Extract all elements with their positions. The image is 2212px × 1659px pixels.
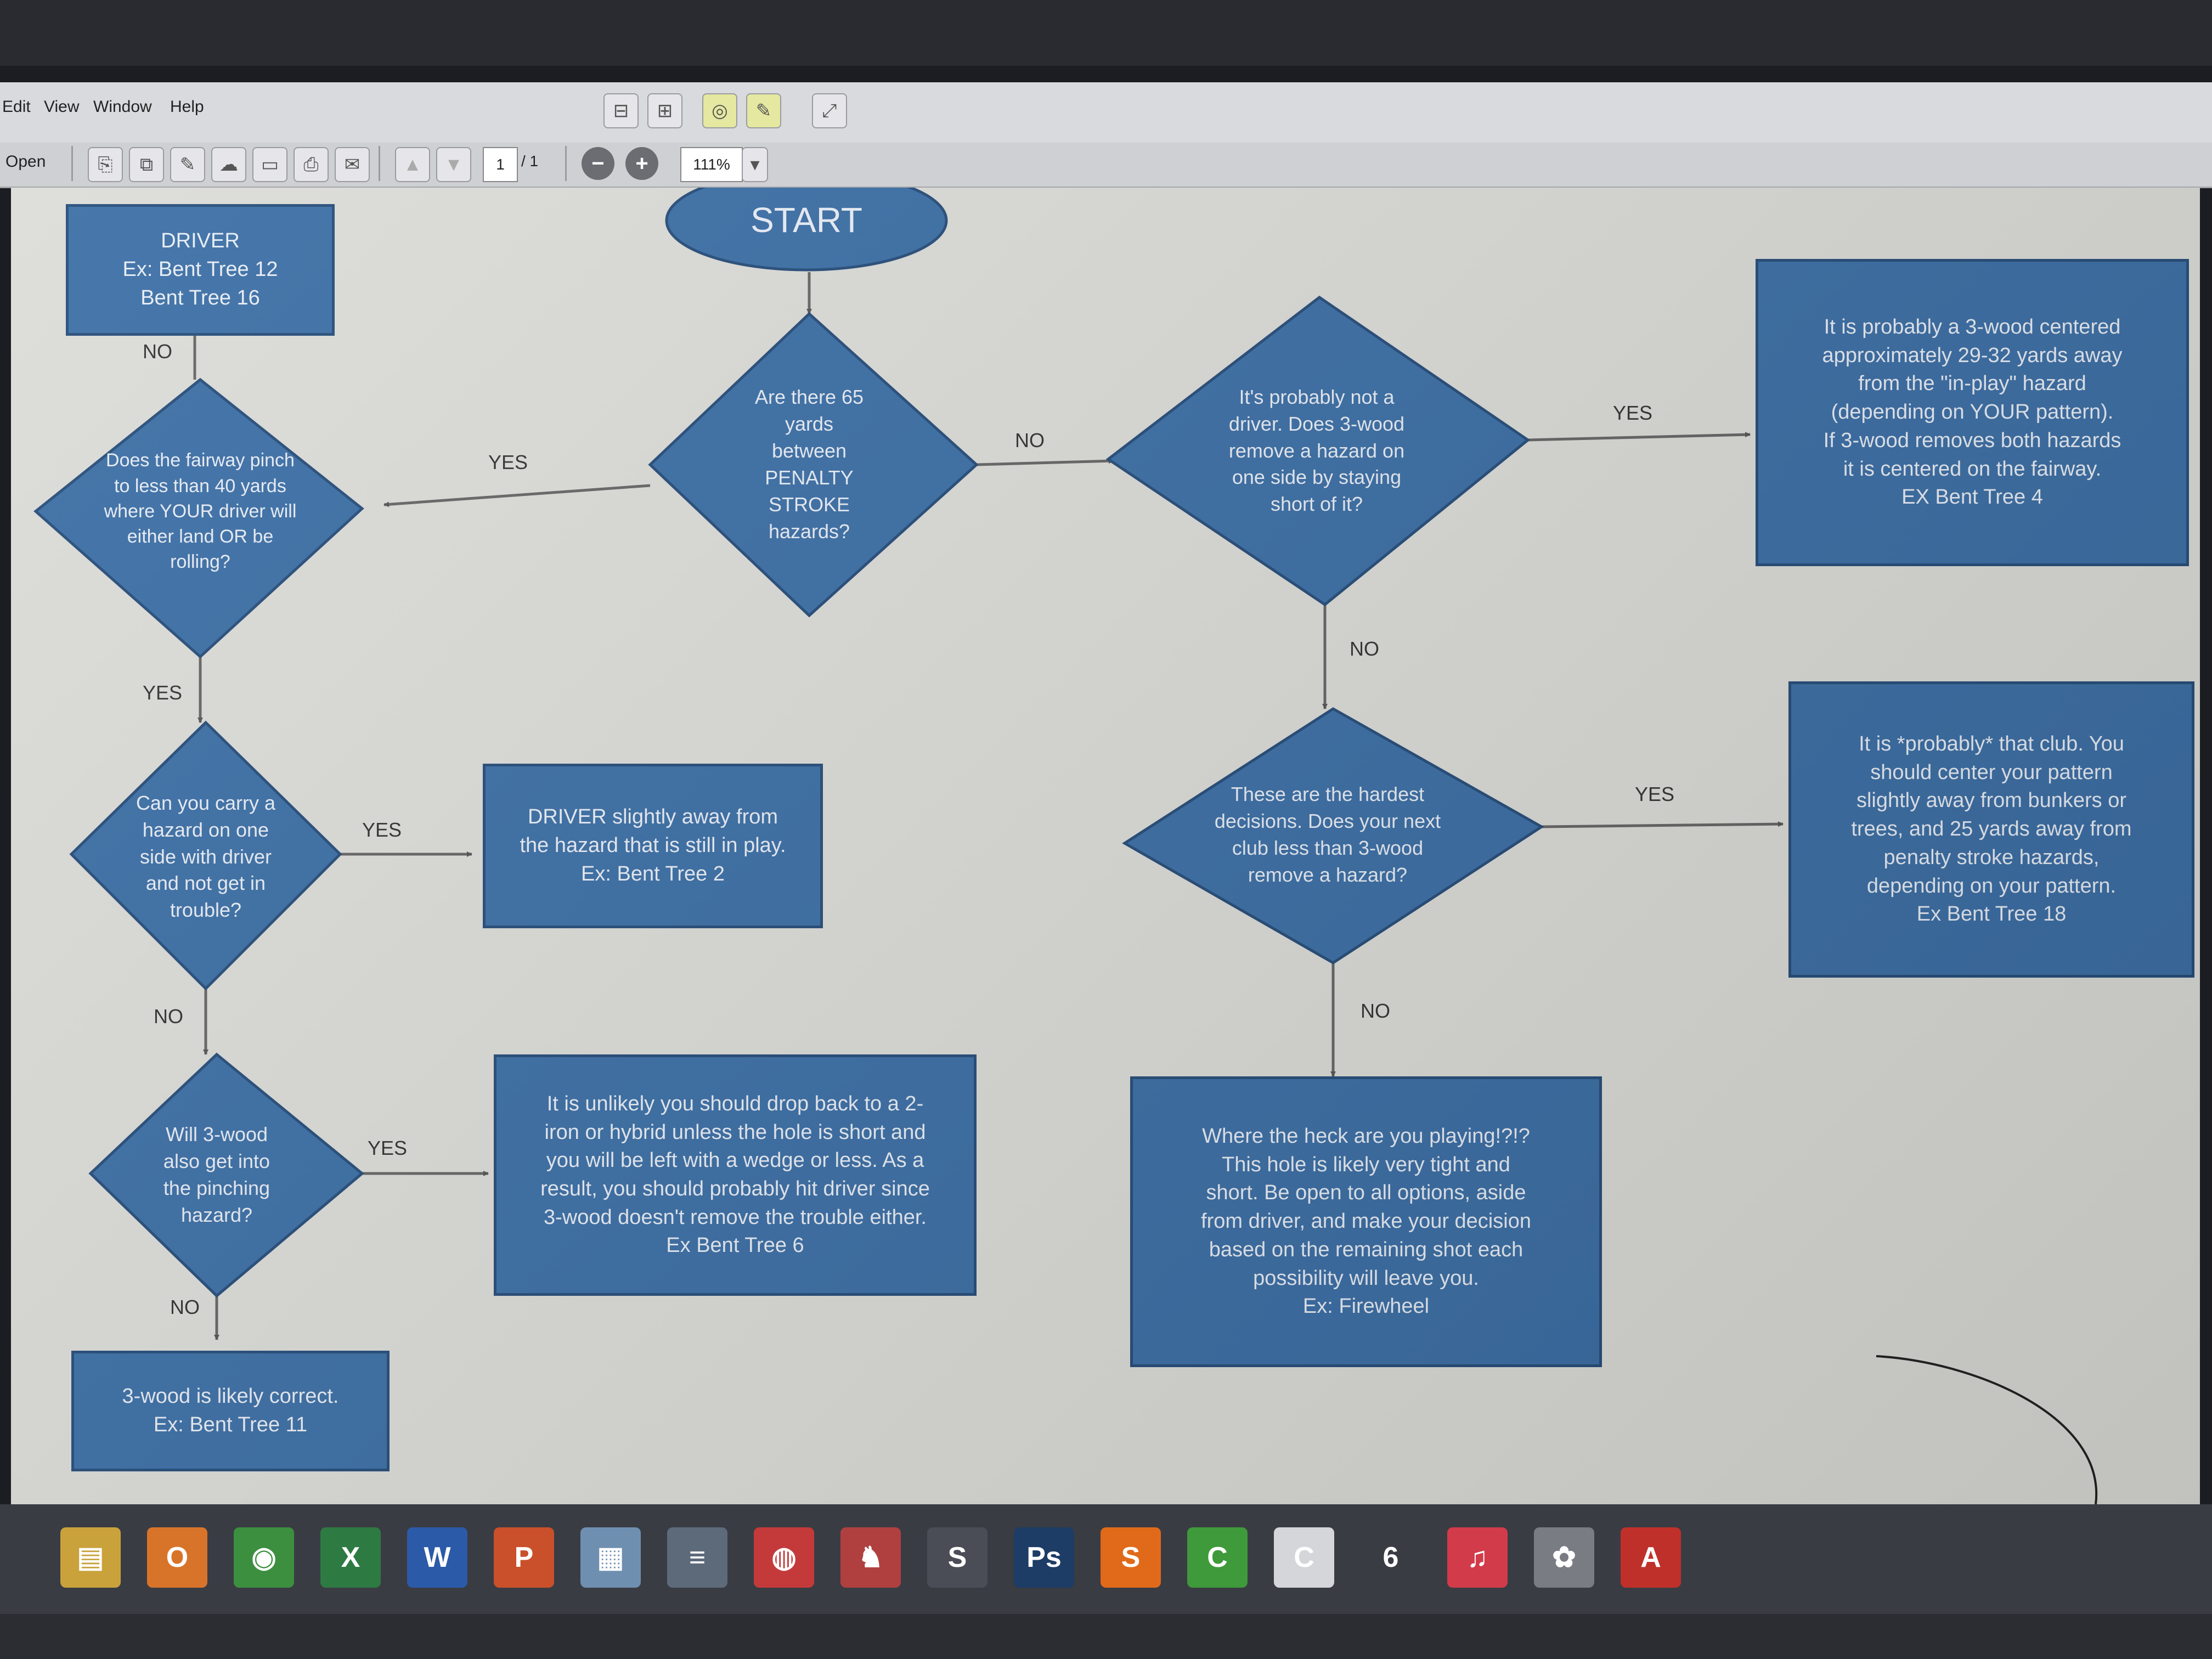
where-playing-box: Where the heck are you playing!?!? This …: [1130, 1076, 1602, 1367]
print-icon[interactable]: ⎙: [294, 147, 329, 182]
outlook-icon[interactable]: O: [147, 1527, 207, 1588]
edge-q65-yes: [383, 484, 651, 507]
zoom-level-input[interactable]: 111%: [680, 147, 743, 182]
word-icon[interactable]: W: [407, 1527, 467, 1588]
zoom-in-icon[interactable]: +: [625, 147, 658, 180]
label-hardest-yes: YES: [1635, 783, 1675, 805]
diamond-3wood: [88, 1052, 364, 1298]
tool-page-icon[interactable]: ⊞: [647, 93, 682, 128]
toolbar-separator: [379, 146, 380, 181]
toolbar: Open ⎘ ⧉ ✎ ☁ ▭ ⎙ ✉ ▲ ▼ 1 / 1 − + 111% ▾: [0, 143, 2212, 188]
question-3wood-pinch: Will 3-wood also get into the pinching h…: [163, 1123, 270, 1226]
six-app-icon[interactable]: 6: [1361, 1527, 1421, 1588]
paint-app-icon[interactable]: ✿: [1534, 1527, 1594, 1588]
start-ellipse: [665, 188, 948, 272]
question-fairway-pinch: Does the fairway pinch to less than 40 y…: [104, 450, 297, 573]
diamond-hardest: [1122, 707, 1544, 964]
label-q65-yes: YES: [488, 451, 528, 473]
document-canvas: START Are there 65 yards between PENALTY…: [11, 188, 2200, 1504]
camtasia-icon[interactable]: C: [1274, 1527, 1334, 1588]
unlikely-box: It is unlikely you should drop back to a…: [494, 1054, 977, 1296]
tool-select-icon[interactable]: ⊟: [603, 93, 639, 128]
edge-q65-no: [976, 458, 1114, 466]
calculator-icon[interactable]: ▦: [580, 1527, 641, 1588]
s-app-icon[interactable]: S: [927, 1527, 988, 1588]
menu-view[interactable]: View: [44, 98, 80, 116]
powerpoint-icon[interactable]: P: [494, 1527, 554, 1588]
edge-notdriver-yes: [1527, 432, 1751, 442]
menu-window[interactable]: Window: [93, 98, 152, 116]
monitor-bezel: [0, 0, 2212, 66]
label-3wood-yes: YES: [368, 1137, 408, 1159]
question-65-yards: Are there 65 yards between PENALTY STROK…: [754, 386, 864, 543]
create-icon[interactable]: ⎘: [88, 147, 123, 182]
label-pinch-yes: YES: [143, 681, 183, 704]
next-page-icon[interactable]: ▼: [436, 147, 471, 182]
question-carry-hazard: Can you carry a hazard on one side with …: [136, 791, 276, 922]
menu-edit[interactable]: Edit: [2, 98, 31, 116]
zoom-out-icon[interactable]: −: [582, 147, 614, 180]
media-app-icon[interactable]: ◍: [754, 1527, 814, 1588]
label-hardest-no: NO: [1361, 1000, 1390, 1022]
camtasia-green-icon[interactable]: C: [1187, 1527, 1248, 1588]
driver-away-box: DRIVER slightly away from the hazard tha…: [483, 764, 823, 928]
toolbar-separator: [71, 146, 73, 181]
sign-icon[interactable]: ✎: [746, 93, 781, 128]
three-wood-correct-box: 3-wood is likely correct. Ex: Bent Tree …: [71, 1351, 390, 1471]
driver-box: DRIVER Ex: Bent Tree 12 Bent Tree 16: [66, 204, 335, 336]
save-icon[interactable]: ▭: [252, 147, 287, 182]
menu-help[interactable]: Help: [170, 98, 204, 116]
label-notdriver-no: NO: [1350, 637, 1379, 660]
diamond-q65: [648, 312, 979, 618]
label-notdriver-yes: YES: [1613, 402, 1653, 424]
upload-icon[interactable]: ☁: [211, 147, 246, 182]
label-pinch-no: NO: [143, 340, 172, 363]
photoshop-icon[interactable]: Ps: [1014, 1527, 1074, 1588]
open-button[interactable]: Open: [5, 153, 46, 171]
edit-icon[interactable]: ✎: [170, 147, 205, 182]
label-carry-no: NO: [154, 1005, 183, 1028]
page-total: / 1: [521, 153, 539, 170]
zoom-dropdown-icon[interactable]: ▾: [742, 147, 768, 182]
excel-icon[interactable]: X: [320, 1527, 381, 1588]
chrome-icon[interactable]: ◉: [234, 1527, 294, 1588]
question-hardest-decisions: These are the hardest decisions. Does yo…: [1214, 783, 1441, 886]
horse-app-icon[interactable]: ♞: [840, 1527, 901, 1588]
prev-page-icon[interactable]: ▲: [395, 147, 430, 182]
start-node: START: [751, 200, 862, 240]
probably-club-box: It is *probably* that club. You should c…: [1788, 681, 2194, 978]
file-explorer-icon[interactable]: ▤: [60, 1527, 121, 1588]
diamond-notdriver: [1105, 295, 1531, 607]
itunes-icon[interactable]: ♫: [1447, 1527, 1508, 1588]
page-number-input[interactable]: 1: [483, 147, 518, 182]
expand-icon[interactable]: ⤢: [812, 93, 847, 128]
toolbar-separator: [565, 146, 567, 181]
comment-icon[interactable]: ◎: [702, 93, 737, 128]
diamond-carry: [69, 720, 342, 991]
menu-bar: Edit View Window Help ⊟ ⊞ ◎ ✎ ⤢: [0, 82, 2212, 144]
label-carry-yes: YES: [362, 819, 402, 841]
label-3wood-no: NO: [170, 1296, 200, 1318]
flowchart-connectors: [33, 188, 2098, 1504]
acrobat-icon[interactable]: A: [1621, 1527, 1681, 1588]
diamond-pinch: [33, 377, 364, 659]
pen-mark: [1876, 1355, 2098, 1504]
notepad-icon[interactable]: ≡: [667, 1527, 727, 1588]
question-not-driver: It's probably not a driver. Does 3-wood …: [1228, 385, 1405, 516]
label-q65-no: NO: [1015, 429, 1045, 452]
email-icon[interactable]: ✉: [335, 147, 370, 182]
edge-hardest-yes: [1541, 821, 1784, 828]
swirl-app-icon[interactable]: S: [1101, 1527, 1161, 1588]
combine-icon[interactable]: ⧉: [129, 147, 164, 182]
three-wood-centered-box: It is probably a 3-wood centered approxi…: [1756, 259, 2189, 566]
